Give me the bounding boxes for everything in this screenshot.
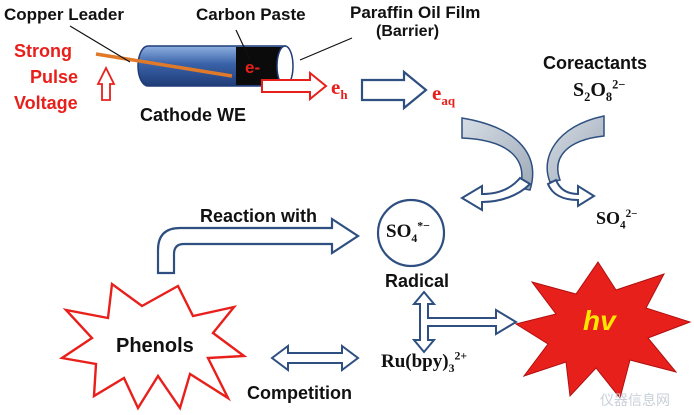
copper-leader-label: Copper Leader [4,5,124,24]
carbon-paste-label: Carbon Paste [196,5,306,24]
hydration-arrow [360,69,428,111]
cathode-we-label: Cathode WE [140,105,246,125]
hv-label: hv [583,305,616,336]
watermark-text: 仪器信息网 [600,393,670,409]
voltage-label: Voltage [14,93,78,113]
carbon-paste-region [236,47,284,85]
persulfate-label: S2O82− [573,77,626,104]
gray-curved-arrow-right [546,115,605,183]
paraffin-leader-line [299,37,353,61]
strong-label: Strong [14,41,72,61]
coreactants-label: Coreactants [543,53,648,73]
ru-bpy-label: Ru(bpy)32+ [381,349,468,375]
competition-double-arrow [270,344,360,372]
electron-emission-arrow [261,70,328,102]
copper-wire [95,52,233,78]
competition-label: Competition [247,383,352,403]
reaction-with-label: Reaction with [200,206,318,226]
hv-burst [514,261,692,400]
pulse-label: Pulse [30,67,79,87]
eaq-label: eaq [432,81,456,109]
radical-circle [376,198,446,268]
paraffin-film-label: Paraffin Oil Film [350,3,481,22]
carbon-paste-leader-line [235,29,251,61]
reaction-with-arrow [156,216,361,275]
phenols-burst [58,281,248,411]
barrier-label: (Barrier) [376,23,440,40]
copper-leader-line [69,25,131,63]
sulfate-radical-label: SO4*− [386,219,430,245]
eh-label: eh [331,75,348,103]
sulfate-label: SO42− [596,208,638,232]
ru-hv-double-arrow [411,290,518,354]
radical-label: Radical [385,271,450,291]
to-sulfate-arrow [546,178,596,208]
electrode-electron-label: e- [245,58,261,77]
to-radical-arrow [460,176,532,212]
voltage-up-arrow [96,65,116,101]
phenols-label: Phenols [116,335,194,357]
